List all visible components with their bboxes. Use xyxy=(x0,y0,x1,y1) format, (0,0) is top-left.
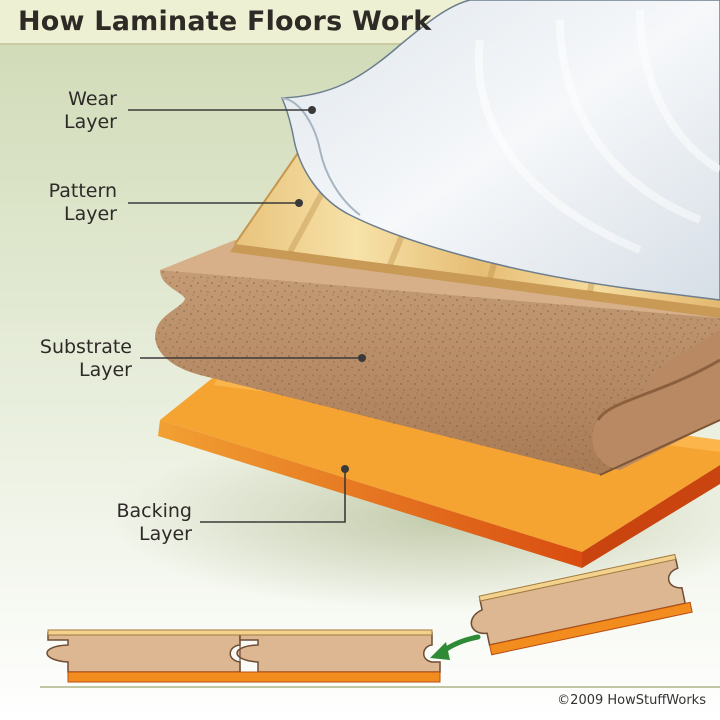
insert-arrow-icon xyxy=(430,634,481,660)
leader-lines xyxy=(128,109,360,523)
leader-dots xyxy=(295,106,366,473)
title-bar xyxy=(0,0,470,44)
copyright-credit: ©2009 HowStuffWorks xyxy=(557,693,706,708)
wear-layer-shape xyxy=(280,0,720,301)
joined-planks xyxy=(46,629,441,683)
angled-plank xyxy=(470,553,693,656)
page-title: How Laminate Floors Work xyxy=(18,6,432,37)
